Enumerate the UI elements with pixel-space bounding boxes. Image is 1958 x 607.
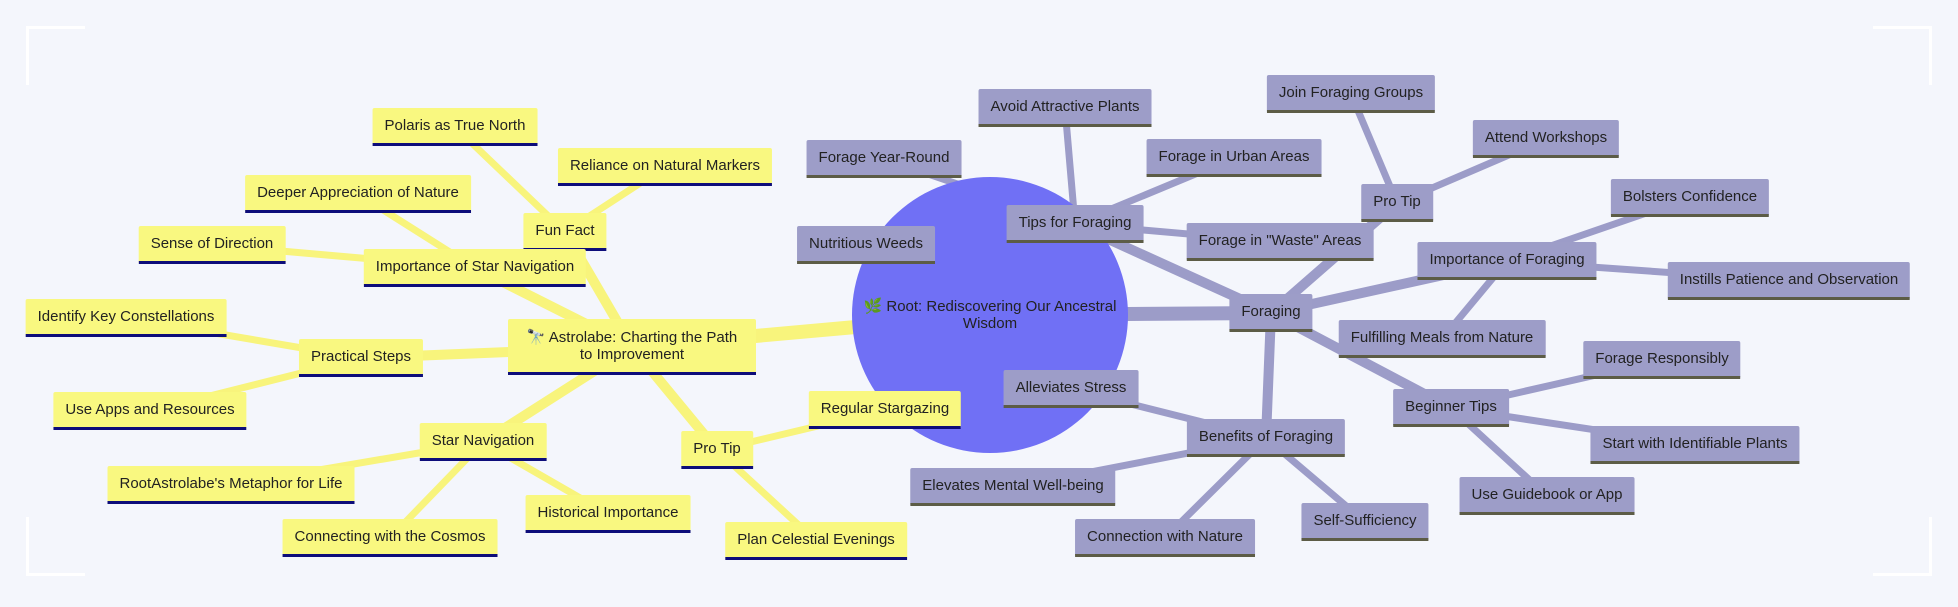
forage-responsibly-node[interactable]: Forage Responsibly: [1583, 341, 1741, 379]
historical-importance-node[interactable]: Historical Importance: [525, 495, 691, 533]
mental-wellbeing-node[interactable]: Elevates Mental Well-being: [910, 468, 1116, 506]
forage-year-round-node[interactable]: Forage Year-Round: [806, 140, 962, 178]
connecting-cosmos-node[interactable]: Connecting with the Cosmos: [282, 519, 498, 557]
fun-fact-node[interactable]: Fun Fact: [523, 213, 607, 251]
frame-corner-bottom-left: [26, 517, 85, 576]
frame-corner-top-right: [1873, 26, 1932, 85]
forage-waste-areas-node[interactable]: Forage in "Waste" Areas: [1186, 223, 1374, 261]
importance-of-foraging-node[interactable]: Importance of Foraging: [1417, 242, 1597, 280]
forage-urban-areas-node[interactable]: Forage in Urban Areas: [1146, 139, 1322, 177]
root-node-label: 🌿 Root: Rediscovering Our Ancestral Wisd…: [863, 298, 1117, 332]
tips-for-foraging-node[interactable]: Tips for Foraging: [1006, 205, 1144, 243]
guidebook-or-app-node[interactable]: Use Guidebook or App: [1459, 477, 1635, 515]
bolsters-confidence-node[interactable]: Bolsters Confidence: [1610, 179, 1770, 217]
benefits-of-foraging-node[interactable]: Benefits of Foraging: [1186, 419, 1346, 457]
astrolabe-node[interactable]: 🔭 Astrolabe: Charting the Path to Improv…: [508, 319, 756, 375]
alleviates-stress-node[interactable]: Alleviates Stress: [1003, 370, 1139, 408]
use-apps-node[interactable]: Use Apps and Resources: [53, 392, 247, 430]
fulfilling-meals-node[interactable]: Fulfilling Meals from Nature: [1338, 320, 1546, 358]
patience-observation-node[interactable]: Instills Patience and Observation: [1667, 262, 1911, 300]
attend-workshops-node[interactable]: Attend Workshops: [1472, 120, 1620, 158]
star-navigation-node[interactable]: Star Navigation: [419, 423, 547, 461]
polaris-node[interactable]: Polaris as True North: [372, 108, 538, 146]
plan-celestial-evenings-node[interactable]: Plan Celestial Evenings: [725, 522, 907, 560]
practical-steps-node[interactable]: Practical Steps: [298, 339, 424, 377]
regular-stargazing-node[interactable]: Regular Stargazing: [808, 391, 962, 429]
frame-corner-top-left: [26, 26, 85, 85]
identifiable-plants-node[interactable]: Start with Identifiable Plants: [1590, 426, 1800, 464]
join-foraging-groups-node[interactable]: Join Foraging Groups: [1266, 75, 1436, 113]
astrolabe-pro-tip-node[interactable]: Pro Tip: [681, 431, 753, 469]
frame-corner-bottom-right: [1873, 517, 1932, 576]
connection-with-nature-node[interactable]: Connection with Nature: [1075, 519, 1255, 557]
metaphor-for-life-node[interactable]: RootAstrolabe's Metaphor for Life: [107, 466, 355, 504]
avoid-attractive-plants-node[interactable]: Avoid Attractive Plants: [978, 89, 1152, 127]
self-sufficiency-node[interactable]: Self-Sufficiency: [1301, 503, 1429, 541]
link-foraging-to-benefits: [1261, 308, 1276, 443]
astrolabe-node-label: 🔭 Astrolabe: Charting the Path to Improv…: [526, 328, 738, 363]
nutritious-weeds-node[interactable]: Nutritious Weeds: [797, 226, 935, 264]
reliance-markers-node[interactable]: Reliance on Natural Markers: [557, 148, 773, 186]
deeper-appreciation-node[interactable]: Deeper Appreciation of Nature: [245, 175, 471, 213]
identify-constellations-node[interactable]: Identify Key Constellations: [25, 299, 227, 337]
sense-of-direction-node[interactable]: Sense of Direction: [138, 226, 286, 264]
foraging-node[interactable]: Foraging: [1229, 294, 1313, 332]
foraging-pro-tip-node[interactable]: Pro Tip: [1361, 184, 1433, 222]
importance-star-navigation-node[interactable]: Importance of Star Navigation: [363, 249, 587, 287]
beginner-tips-node[interactable]: Beginner Tips: [1393, 389, 1509, 427]
